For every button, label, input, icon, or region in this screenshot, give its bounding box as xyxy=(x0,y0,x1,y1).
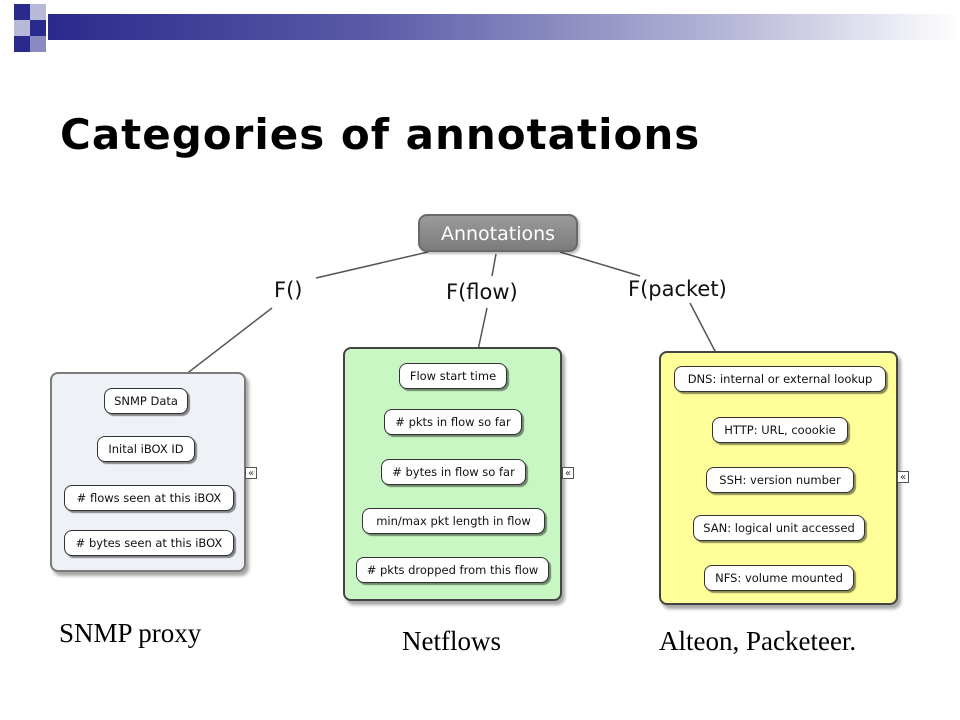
collapse-icon-packet[interactable]: « xyxy=(897,471,909,483)
chip-http[interactable]: HTTP: URL, coookie xyxy=(712,417,848,443)
chip-nfs[interactable]: NFS: volume mounted xyxy=(704,565,854,591)
decor-square-4 xyxy=(30,20,46,36)
root-node-annotations[interactable]: Annotations xyxy=(418,214,578,252)
chip-bytes-seen[interactable]: # bytes seen at this iBOX xyxy=(64,530,234,556)
chip-ssh[interactable]: SSH: version number xyxy=(706,467,854,493)
connector-root-packet xyxy=(559,251,641,277)
connector-root-flow xyxy=(491,253,497,277)
connector-flow-panel xyxy=(477,307,488,351)
chip-min-max-pkt-length[interactable]: min/max pkt length in flow xyxy=(362,508,545,534)
connector-packet-panel xyxy=(689,302,717,354)
chip-dns[interactable]: DNS: internal or external lookup xyxy=(674,366,886,392)
decor-square-3 xyxy=(14,20,30,36)
chip-flows-seen[interactable]: # flows seen at this iBOX xyxy=(64,485,234,511)
chip-initial-ibox-id[interactable]: Inital iBOX ID xyxy=(97,436,195,462)
chip-flow-start-time[interactable]: Flow start time xyxy=(399,363,507,389)
collapse-icon-f[interactable]: « xyxy=(245,467,257,479)
branch-label-f: F() xyxy=(274,278,303,302)
slide-title: Categories of annotations xyxy=(60,110,701,159)
decor-square-5 xyxy=(14,36,30,52)
chip-pkts-in-flow[interactable]: # pkts in flow so far xyxy=(384,409,522,435)
connector-root-f xyxy=(315,251,429,279)
chip-pkts-dropped[interactable]: # pkts dropped from this flow xyxy=(356,557,549,583)
collapse-icon-flow[interactable]: « xyxy=(562,467,574,479)
decor-square-2 xyxy=(30,4,46,20)
chip-bytes-in-flow[interactable]: # bytes in flow so far xyxy=(381,459,526,485)
caption-snmp-proxy: SNMP proxy xyxy=(59,618,202,648)
branch-label-packet: F(packet) xyxy=(628,277,727,301)
branch-label-flow: F(flow) xyxy=(446,280,518,304)
caption-alteon-packeteer: Alteon, Packeteer. xyxy=(659,626,857,656)
decor-square-6 xyxy=(30,36,46,52)
title-gradient-bar xyxy=(48,14,960,40)
decor-square-1 xyxy=(14,4,30,20)
chip-snmp-data[interactable]: SNMP Data xyxy=(104,388,188,414)
chip-san[interactable]: SAN: logical unit accessed xyxy=(693,515,865,541)
caption-netflows: Netflows xyxy=(402,626,501,656)
